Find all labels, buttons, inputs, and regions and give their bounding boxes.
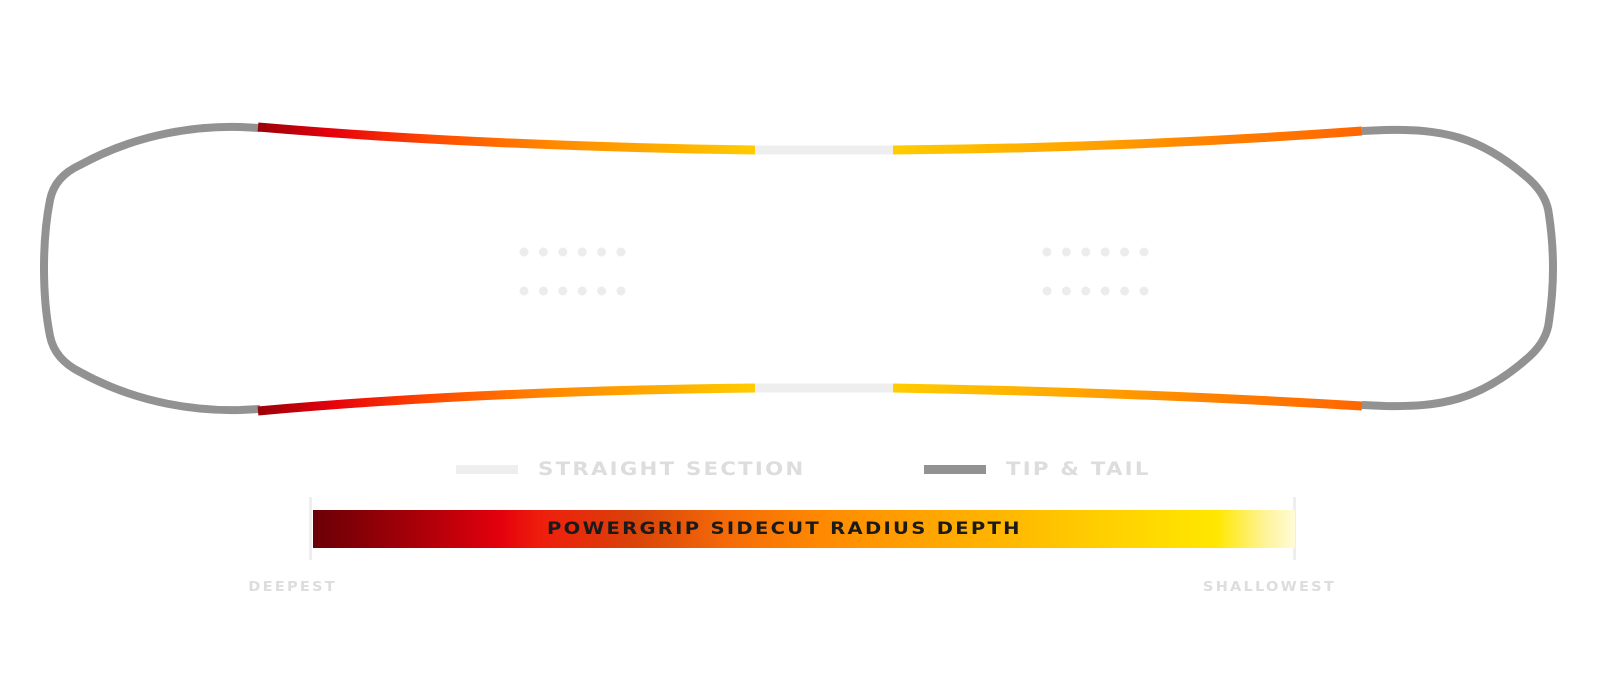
legend-label-straight: STRAIGHT SECTION	[538, 458, 806, 480]
insert-hole	[597, 247, 607, 257]
insert-hole	[1100, 286, 1110, 296]
binding-inserts	[519, 247, 1149, 296]
edge-bottom-right	[892, 383, 1363, 411]
tail-outline-right	[1361, 125, 1557, 411]
tip-outline-left	[40, 122, 261, 415]
insert-hole	[577, 286, 587, 296]
insert-hole	[1081, 286, 1091, 296]
insert-hole	[1061, 247, 1071, 257]
scale-max-label: SHALLOWEST	[1202, 580, 1337, 595]
insert-hole	[558, 247, 568, 257]
sidecut-depth-scale: POWERGRIP SIDECUT RADIUS DEPTH	[313, 510, 1295, 548]
insert-hole	[1042, 286, 1052, 296]
insert-hole	[616, 286, 626, 296]
insert-hole	[1100, 247, 1110, 257]
scale-min-label: DEEPEST	[248, 580, 337, 595]
insert-hole	[1139, 247, 1149, 257]
insert-hole	[1120, 247, 1130, 257]
insert-hole	[1061, 286, 1071, 296]
insert-hole	[616, 247, 626, 257]
insert-hole	[1139, 286, 1149, 296]
legend-straight-section: STRAIGHT SECTION	[456, 459, 803, 479]
legend-label-tip-tail: TIP & TAIL	[1006, 458, 1151, 480]
insert-hole	[1120, 286, 1130, 296]
insert-hole	[538, 247, 548, 257]
insert-hole	[577, 247, 587, 257]
insert-hole	[538, 286, 548, 296]
insert-hole	[519, 247, 529, 257]
edge-top-right	[892, 126, 1363, 155]
insert-hole	[558, 286, 568, 296]
edge-bottom-left	[257, 383, 756, 416]
scale-tick-left	[309, 497, 312, 560]
straight-section-swatch	[456, 464, 518, 474]
insert-hole	[1081, 247, 1091, 257]
tip-tail-swatch	[924, 464, 986, 474]
scale-title: POWERGRIP SIDECUT RADIUS DEPTH	[546, 519, 1022, 539]
legend-tip-and-tail: TIP & TAIL	[924, 459, 1148, 479]
insert-hole	[597, 286, 607, 296]
insert-hole	[519, 286, 529, 296]
insert-hole	[1042, 247, 1052, 257]
edge-top-left	[257, 122, 756, 155]
